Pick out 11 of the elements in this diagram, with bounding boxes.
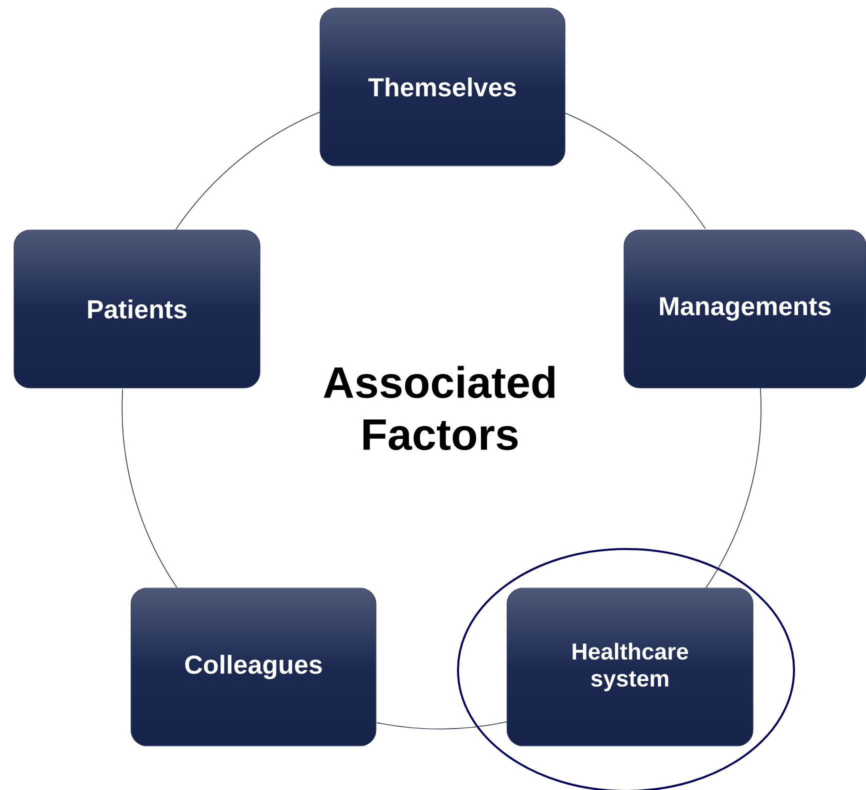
factor-box: Themselves — [320, 8, 566, 166]
center-title: Associated Factors — [324, 366, 554, 450]
factor-box: Managements — [624, 230, 866, 388]
connector-arc — [376, 722, 508, 730]
connector-arc — [122, 388, 178, 588]
factor-box: Colleagues — [130, 588, 376, 746]
connector-arc — [564, 112, 706, 230]
factor-box: Patients — [14, 230, 260, 388]
connector-arc — [175, 111, 322, 230]
factor-box: Healthcare system — [506, 588, 754, 746]
connector-arc — [706, 388, 762, 588]
